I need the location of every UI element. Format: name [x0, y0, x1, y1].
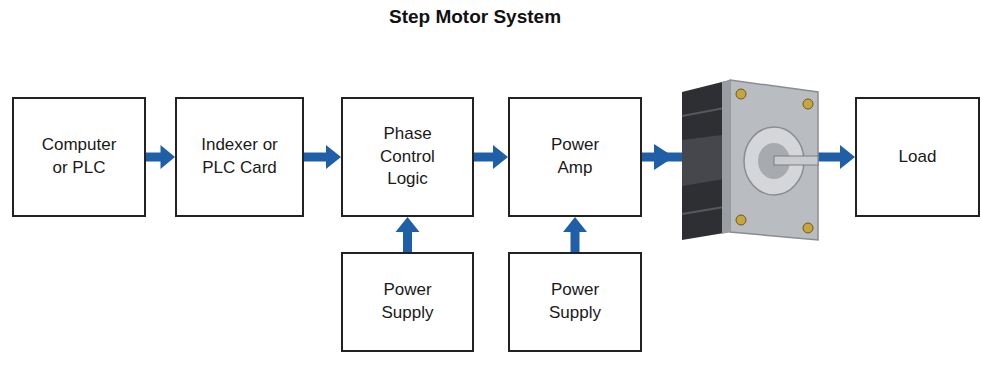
- box-label: Indexer or PLC Card: [190, 134, 290, 180]
- box-label: Computer or PLC: [33, 134, 125, 180]
- box-label: Load: [868, 146, 968, 169]
- flow-arrow: [563, 217, 587, 252]
- process-box: Indexer or PLC Card: [175, 97, 304, 217]
- motor-screw: [736, 89, 746, 99]
- process-box: Power Supply: [508, 252, 642, 352]
- box-label: Power Supply: [372, 279, 444, 325]
- arrow-head: [654, 144, 674, 170]
- process-box: Computer or PLC: [12, 97, 146, 217]
- flow-arrow: [396, 217, 420, 252]
- motor-screw: [803, 99, 813, 109]
- motor-faceplate: [730, 80, 818, 240]
- motor-faceplate-edge: [722, 80, 730, 234]
- diagram-title: Step Motor System: [0, 6, 950, 28]
- flow-arrow: [304, 145, 341, 169]
- motor-screw: [803, 223, 813, 233]
- process-box: Power Supply: [341, 252, 474, 352]
- motor-screw: [736, 215, 746, 225]
- flow-arrow: [146, 145, 175, 169]
- box-label: Power Amp: [539, 134, 611, 180]
- process-box: Phase Control Logic: [341, 97, 474, 217]
- box-label: Phase Control Logic: [367, 123, 449, 192]
- load-box: Load: [855, 97, 980, 217]
- box-label: Power Supply: [539, 279, 611, 325]
- motor-body: [682, 80, 730, 240]
- flow-arrow: [474, 145, 508, 169]
- process-box: Power Amp: [508, 97, 642, 217]
- motor-shaft: [774, 156, 818, 165]
